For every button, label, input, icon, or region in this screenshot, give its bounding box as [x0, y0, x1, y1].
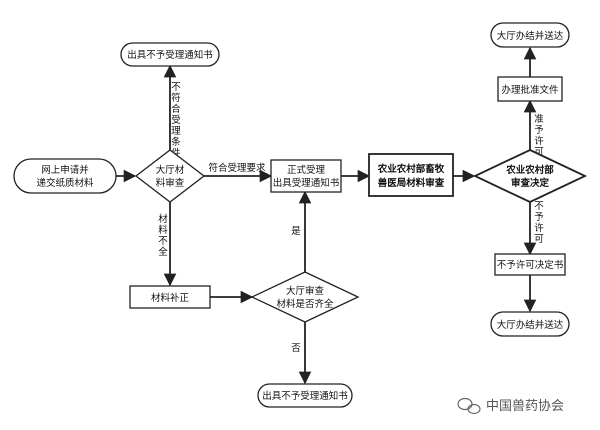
node-deliver-top: 大厅办结并送达 [490, 22, 570, 48]
node-deliver-bottom-label: 大厅办结并送达 [497, 319, 564, 331]
node-material-supplement: 材料补正 [129, 285, 211, 309]
node-formal-accept: 正式受理 出具受理通知书 [270, 159, 342, 193]
label-not-meet-requirements: 不符合受理条件 [171, 82, 181, 159]
node-hall-material-review: 大厅材 料审查 [134, 149, 206, 203]
label-no: 否 [291, 343, 301, 354]
label-approve-permit: 准予许可 [534, 114, 544, 158]
node-ministry-review-line1: 农业农村部畜牧 [377, 163, 445, 175]
node-deliver-top-label: 大厅办结并送达 [497, 30, 564, 42]
node-reject-notice-bottom: 出具不予受理通知书 [257, 383, 353, 408]
node-hall-check-line1: 大厅审查 [286, 285, 325, 297]
label-yes: 是 [291, 226, 301, 237]
node-ministry-review-line2: 兽医局材料审查 [378, 177, 445, 189]
node-online-apply: 网上申请并 递交纸质材料 [13, 158, 117, 194]
node-online-apply-line2: 递交纸质材料 [36, 177, 94, 189]
node-decision-line2: 审查决定 [511, 177, 550, 189]
node-ministry-decision: 农业农村部 审查决定 [472, 149, 588, 203]
node-reject-notice-top: 出具不予受理通知书 [120, 42, 220, 67]
watermark: 中国兽药协会 [457, 397, 564, 415]
node-hall-review-line2: 料审查 [156, 177, 185, 189]
node-formal-accept-line2: 出具受理通知书 [273, 177, 340, 189]
node-decision-line1: 农业农村部 [505, 164, 554, 176]
node-approve-docs: 办理批准文件 [497, 76, 563, 102]
node-supplement-label: 材料补正 [151, 292, 190, 304]
node-reject-bottom-label: 出具不予受理通知书 [262, 390, 348, 402]
label-deny-permit: 不予许可 [534, 201, 544, 245]
node-approve-docs-label: 办理批准文件 [501, 84, 559, 96]
label-materials-incomplete: 材料不全 [158, 213, 168, 258]
node-hall-check-complete: 大厅审查 材料是否齐全 [250, 271, 360, 323]
label-meet-requirements: 符合受理要求 [208, 162, 266, 174]
node-deny-decision: 不予许可决定书 [494, 253, 566, 276]
node-reject-top-label: 出具不予受理通知书 [127, 49, 213, 61]
watermark-text: 中国兽药协会 [486, 399, 564, 414]
node-ministry-review: 农业农村部畜牧 兽医局材料审查 [368, 153, 454, 197]
node-online-apply-line1: 网上申请并 [41, 164, 89, 176]
wechat-icon [457, 397, 481, 415]
node-deliver-bottom: 大厅办结并送达 [490, 311, 570, 337]
connectors [116, 46, 537, 385]
node-hall-review-line1: 大厅材 [156, 164, 185, 176]
node-hall-check-line2: 材料是否齐全 [276, 298, 334, 310]
node-formal-accept-line1: 正式受理 [287, 164, 326, 176]
node-deny-decision-label: 不予许可决定书 [497, 259, 564, 271]
edge-labels: 不符合受理条件 符合受理要求 材料不全 是 否 准予许可 不予许可 [158, 82, 544, 354]
